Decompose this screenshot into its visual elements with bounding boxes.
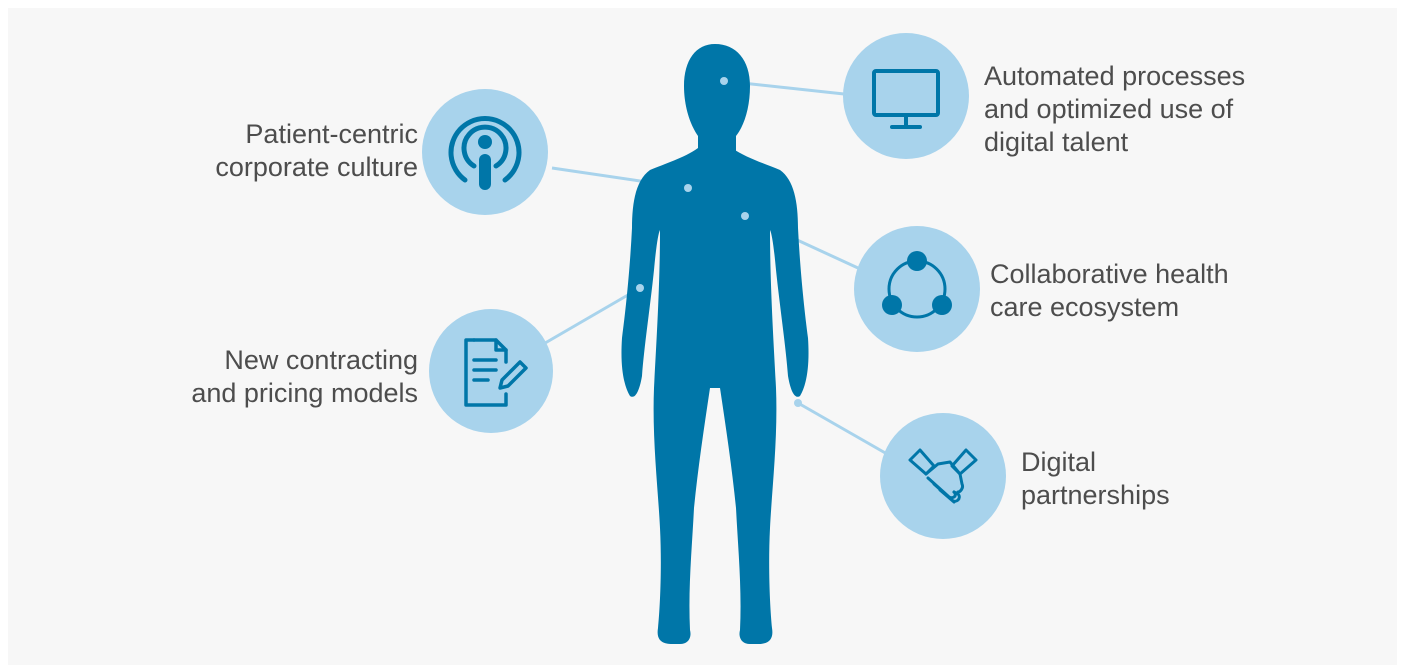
human-silhouette [621,44,809,644]
label-ecosystem-line-2: care ecosystem [990,292,1180,322]
label-ecosystem: Collaborative health care ecosystem [990,258,1229,324]
network-icon [882,251,952,319]
label-partnerships: Digital partnerships [1021,446,1170,512]
label-automation-line-3: digital talent [984,127,1129,157]
label-automation: Automated processes and optimized use of… [984,60,1245,159]
document-edit-icon [464,338,528,407]
body [621,148,809,644]
label-partnerships-line-2: partnerships [1021,480,1170,510]
dot-patient [684,184,692,192]
monitor-icon [872,69,940,129]
head [684,44,750,158]
dot-contracting [636,284,644,292]
label-patient: Patient-centric corporate culture [208,118,418,184]
label-contracting-line-1: New contracting [224,345,418,375]
connector-partnerships [797,401,895,460]
label-automation-line-2: and optimized use of [984,94,1234,124]
circle-patient [422,89,548,215]
diagram-panel: Patient-centric corporate culture New co… [8,8,1397,665]
connector-contracting [539,286,641,348]
handshake-icon [908,448,978,504]
label-ecosystem-line-1: Collaborative health [990,259,1229,289]
label-contracting-line-2: and pricing models [191,378,418,408]
human-body-diagram [422,33,1006,644]
label-patient-line-2: corporate culture [215,152,418,182]
circle-ecosystem [854,226,980,352]
label-patient-line-1: Patient-centric [245,119,418,149]
dot-automation [720,77,728,85]
label-partnerships-line-1: Digital [1021,447,1097,477]
circle-automation [843,33,969,159]
connector-dots [636,77,802,407]
dot-partnerships [794,399,802,407]
label-automation-line-1: Automated processes [984,61,1246,91]
label-contracting: New contracting and pricing models [183,344,418,410]
podcast-icon [448,116,522,190]
circle-partnerships [880,413,1006,539]
dot-ecosystem [741,212,749,220]
